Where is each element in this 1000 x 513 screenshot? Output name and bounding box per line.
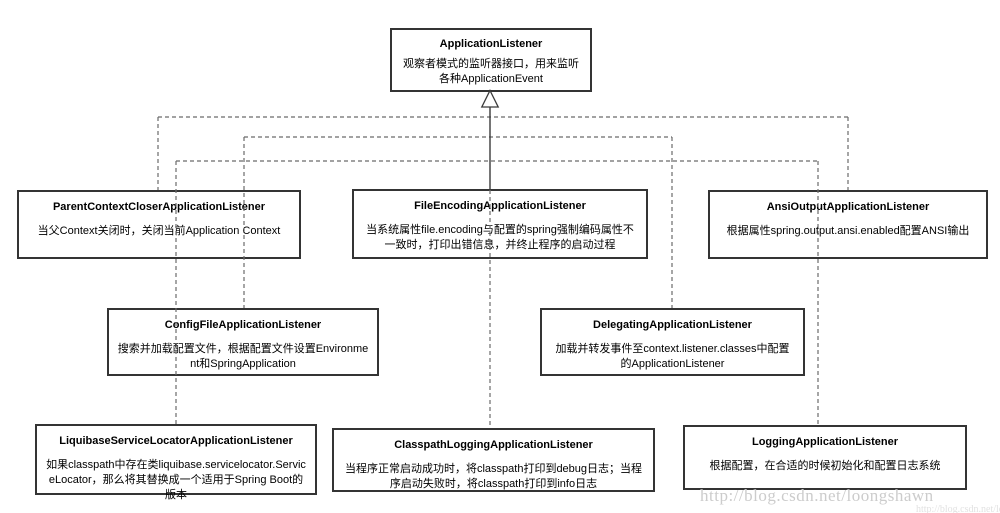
class-node-liquibase-service-locator: LiquibaseServiceLocatorApplicationListen… <box>35 424 317 501</box>
node-title: ConfigFileApplicationListener <box>164 319 322 331</box>
node-title: ParentContextCloserApplicationListener <box>52 201 266 213</box>
node-title: ApplicationListener <box>439 38 543 50</box>
class-node-classpath-logging: ClasspathLoggingApplicationListener 当程序正… <box>332 428 655 492</box>
node-title: LiquibaseServiceLocatorApplicationListen… <box>59 435 293 447</box>
node-description: 如果classpath中存在类liquibase.servicelocator.… <box>46 459 306 501</box>
class-node-logging: LoggingApplicationListener 根据配置，在合适的时候初始… <box>683 425 967 490</box>
class-node-config-file: ConfigFileApplicationListener 搜索并加载配置文件，… <box>107 308 379 376</box>
watermark-fragment: http://blog.csdn.net/loongshawn <box>916 504 1000 513</box>
node-description: 当系统属性file.encoding与配置的spring强制编码属性不一致时，打… <box>366 224 634 251</box>
watermark-url: http://blog.csdn.net/loongshawn <box>700 486 934 505</box>
class-node-ansi-output: AnsiOutputApplicationListener 根据属性spring… <box>708 190 988 259</box>
node-description: 搜索并加载配置文件，根据配置文件设置Environment和SpringAppl… <box>117 343 369 370</box>
node-title: ClasspathLoggingApplicationListener <box>394 439 593 451</box>
class-node-application-listener: ApplicationListener 观察者模式的监听器接口，用来监听各种Ap… <box>390 28 592 92</box>
node-description: 观察者模式的监听器接口，用来监听各种ApplicationEvent <box>403 58 579 85</box>
class-node-delegating: DelegatingApplicationListener 加载并转发事件至co… <box>540 308 805 376</box>
node-description: 根据属性spring.output.ansi.enabled配置ANSI输出 <box>726 225 970 237</box>
node-description: 根据配置，在合适的时候初始化和配置日志系统 <box>709 460 941 472</box>
node-description: 加载并转发事件至context.listener.classes中配置的Appl… <box>555 343 790 370</box>
node-title: DelegatingApplicationListener <box>593 319 752 331</box>
class-node-file-encoding: FileEncodingApplicationListener 当系统属性fil… <box>352 189 648 259</box>
node-title: FileEncodingApplicationListener <box>414 200 586 212</box>
inheritance-arrow-icon <box>480 89 500 108</box>
class-node-parent-context-closer: ParentContextCloserApplicationListener 当… <box>17 190 301 259</box>
node-title: LoggingApplicationListener <box>751 436 899 448</box>
node-description: 当父Context关闭时，关闭当前Application Context <box>37 225 281 237</box>
node-title: AnsiOutputApplicationListener <box>766 201 930 213</box>
node-description: 当程序正常启动成功时，将classpath打印到debug日志；当程序启动失败时… <box>344 463 643 490</box>
